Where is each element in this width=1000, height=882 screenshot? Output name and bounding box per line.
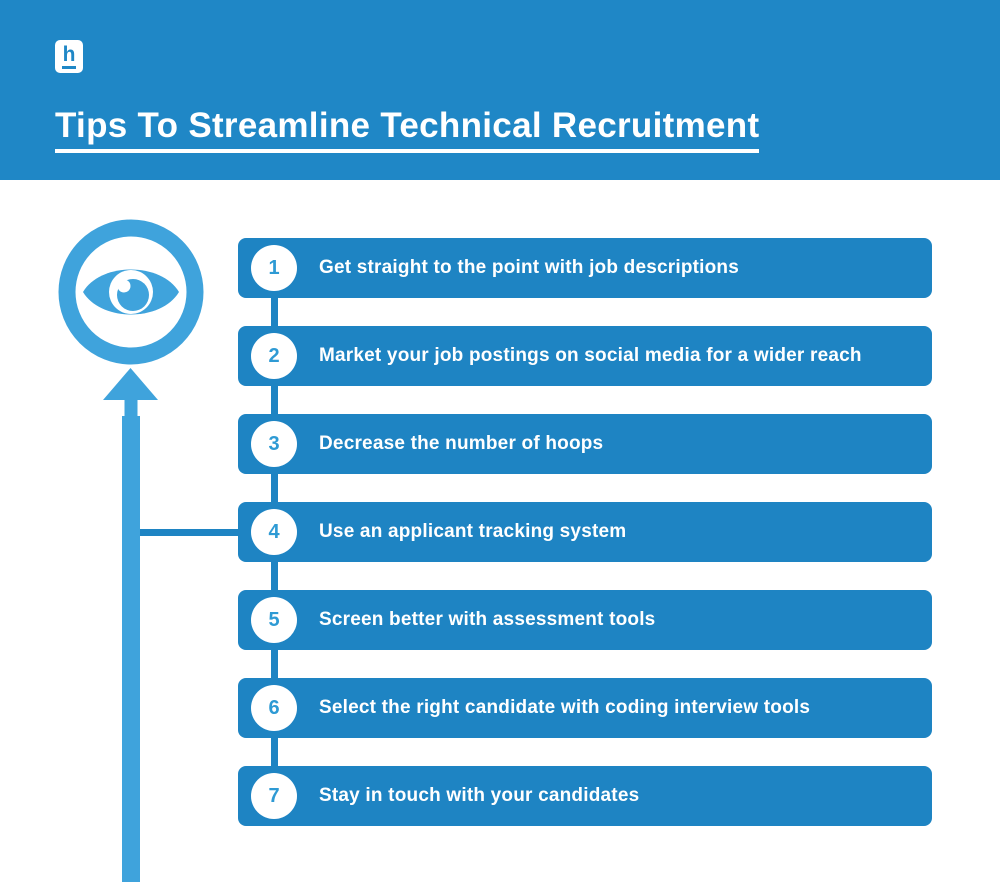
header-banner: h Tips To Streamline Technical Recruitme…	[0, 0, 1000, 180]
step-connector	[271, 298, 278, 326]
step-number-badge: 2	[251, 333, 297, 379]
step-number-badge: 4	[251, 509, 297, 555]
step-label: Use an applicant tracking system	[319, 521, 627, 542]
step-number-badge: 6	[251, 685, 297, 731]
step-connector	[271, 474, 278, 502]
step-row-1: 1 Get straight to the point with job des…	[238, 238, 932, 298]
arrow-up-icon	[103, 368, 158, 882]
step-number-badge: 1	[251, 245, 297, 291]
horizontal-connector	[140, 529, 240, 536]
eye-icon	[58, 219, 204, 365]
logo: h	[55, 40, 83, 73]
step-label: Select the right candidate with coding i…	[319, 697, 811, 718]
page-title: Tips To Streamline Technical Recruitment	[55, 106, 760, 153]
step-number-badge: 3	[251, 421, 297, 467]
step-label: Screen better with assessment tools	[319, 609, 656, 630]
steps-list: 1 Get straight to the point with job des…	[238, 238, 932, 854]
step-connector	[271, 562, 278, 590]
step-connector	[271, 738, 278, 766]
step-number-badge: 7	[251, 773, 297, 819]
step-row-6: 6 Select the right candidate with coding…	[238, 678, 932, 738]
step-label: Get straight to the point with job descr…	[319, 257, 740, 278]
step-row-3: 3 Decrease the number of hoops	[238, 414, 932, 474]
step-connector	[271, 386, 278, 414]
step-connector	[271, 650, 278, 678]
step-label: Market your job postings on social media…	[319, 345, 862, 366]
step-row-2: 2 Market your job postings on social med…	[238, 326, 932, 386]
step-row-7: 7 Stay in touch with your candidates	[238, 766, 932, 826]
step-row-5: 5 Screen better with assessment tools	[238, 590, 932, 650]
step-number-badge: 5	[251, 597, 297, 643]
step-label: Stay in touch with your candidates	[319, 785, 640, 806]
step-row-4: 4 Use an applicant tracking system	[238, 502, 932, 562]
step-label: Decrease the number of hoops	[319, 433, 604, 454]
logo-letter: h	[61, 44, 77, 69]
